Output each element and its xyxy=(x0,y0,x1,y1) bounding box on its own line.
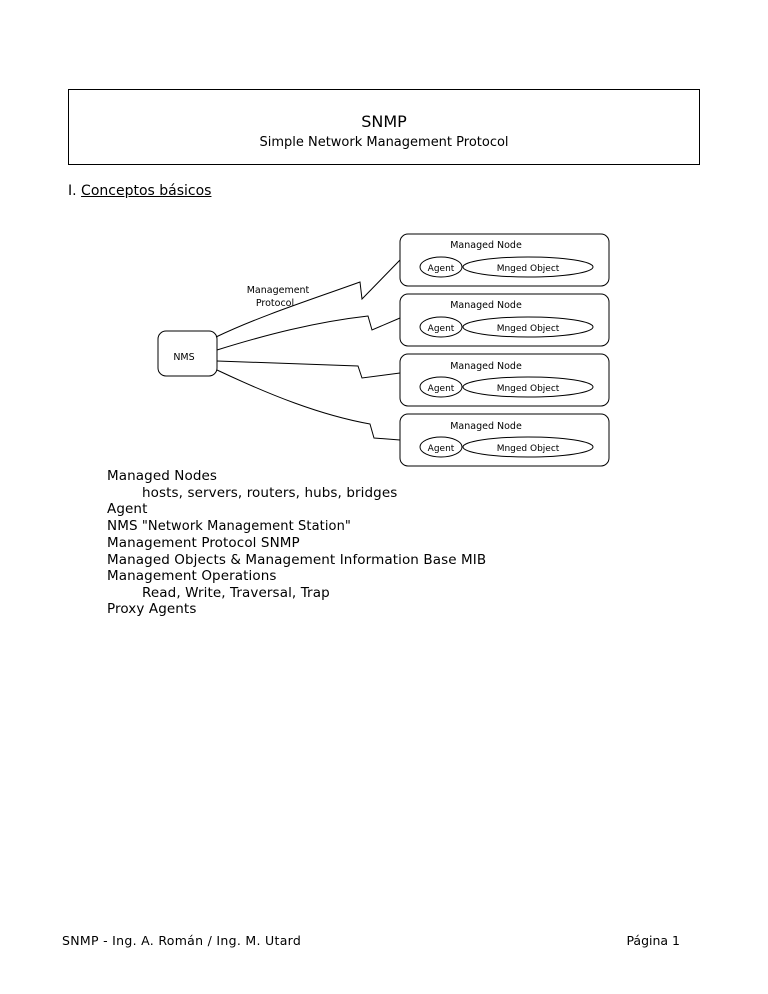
managed-node-2: Managed Node Agent Mnged Object xyxy=(399,293,610,347)
managed-node-4: Managed Node Agent Mnged Object xyxy=(399,413,610,467)
note-protocol-term: Management Protocol xyxy=(107,535,257,551)
managed-node-title: Managed Node xyxy=(450,240,522,251)
document-subtitle: Simple Network Management Protocol xyxy=(259,135,509,150)
note-agent: Agent xyxy=(107,501,148,517)
connection-line-3 xyxy=(216,360,401,379)
protocol-label-line1: Management xyxy=(247,285,310,296)
note-operations-list: Read, Write, Traversal, Trap xyxy=(142,584,330,601)
title-box: SNMP Simple Network Management Protocol xyxy=(68,89,700,165)
nms-label: NMS xyxy=(173,352,194,363)
managed-object-label: Mnged Object xyxy=(497,444,560,454)
connection-lines xyxy=(215,259,401,441)
section-number: I. xyxy=(68,183,77,199)
agent-label: Agent xyxy=(428,384,455,394)
managed-node-title: Managed Node xyxy=(450,300,522,311)
note-nms-term: NMS xyxy=(107,517,138,534)
managed-node-3: Managed Node Agent Mnged Object xyxy=(399,353,610,407)
section-heading: I. Conceptos básicos xyxy=(68,183,211,199)
footer-page-number: Página 1 xyxy=(626,933,680,948)
note-protocol-value: SNMP xyxy=(256,535,300,551)
note-management-operations: Management Operations xyxy=(107,568,277,584)
connection-line-4 xyxy=(216,369,401,441)
agent-label: Agent xyxy=(428,324,455,334)
managed-object-label: Mnged Object xyxy=(497,384,560,394)
notes-list: Managed Nodes hosts, servers, routers, h… xyxy=(107,468,486,618)
managed-object-label: Mnged Object xyxy=(497,324,560,334)
note-nms: NMS "Network Management Station" xyxy=(107,518,486,536)
managed-node-title: Managed Node xyxy=(450,421,522,432)
managed-object-label: Mnged Object xyxy=(497,264,560,274)
section-title: Conceptos básicos xyxy=(81,183,212,199)
managed-node-1: Managed Node Agent Mnged Object xyxy=(399,233,610,287)
note-nms-desc: "Network Management Station" xyxy=(137,518,352,534)
note-managed-nodes-examples: hosts, servers, routers, hubs, bridges xyxy=(142,484,398,501)
note-objects-value: MIB xyxy=(456,551,487,568)
nms-box: NMS xyxy=(157,330,218,377)
note-management-protocol: Management Protocol SNMP xyxy=(107,535,486,552)
connection-line-2 xyxy=(216,315,401,351)
note-managed-nodes: Managed Nodes xyxy=(107,468,218,484)
document-title: SNMP xyxy=(361,112,407,131)
protocol-label-line2: Protocol xyxy=(256,298,294,309)
note-objects-term: Managed Objects & Management Information… xyxy=(107,551,457,568)
note-managed-objects: Managed Objects & Management Information… xyxy=(107,552,486,569)
footer-authors: SNMP - Ing. A. Román / Ing. M. Utard xyxy=(62,933,302,948)
agent-label: Agent xyxy=(428,444,455,454)
connection-line-1 xyxy=(215,259,401,338)
managed-node-title: Managed Node xyxy=(450,361,522,372)
agent-label: Agent xyxy=(428,264,455,274)
note-proxy-agents: Proxy Agents xyxy=(107,601,197,617)
